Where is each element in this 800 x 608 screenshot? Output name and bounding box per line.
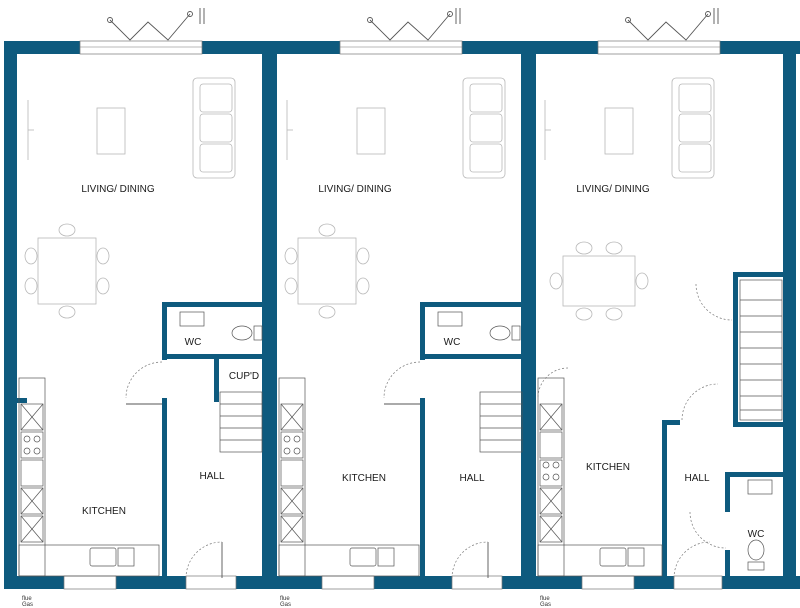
hall-label: HALL [199,471,224,482]
dining-table-icon [37,237,636,307]
hall-label: HALL [459,473,484,484]
gas-label: Gas [540,602,551,608]
wc-label: WC [444,337,461,348]
hall-label: HALL [684,473,709,484]
coffee-table-icon [96,107,634,155]
stairs-icon [219,279,783,453]
rear-windows [79,40,721,55]
front-openings [63,575,723,590]
hob-icon [23,435,560,481]
kitchen-worktop [18,377,663,577]
kitchen-label: KITCHEN [342,473,386,484]
unit-2-labels: LIVING/ DINING KITCHEN HALL WC flue Gas [280,184,485,608]
flue-label: flue [540,596,550,602]
cupboard-label: CUP'D [229,371,259,382]
living-dining-label: LIVING/ DINING [81,184,155,195]
flue-label: flue [22,596,32,602]
wc-label: WC [748,529,765,540]
unit-1-labels: LIVING/ DINING KITCHEN HALL WC CUP'D flu… [22,184,259,608]
gas-label: Gas [280,602,291,608]
living-dining-label: LIVING/ DINING [576,184,650,195]
dining-chair-icon [24,223,649,321]
sofa-icon [192,77,715,179]
unit-3-labels: LIVING/ DINING KITCHEN HALL WC flue Gas [540,184,764,608]
wc-fixtures [179,311,773,571]
flue-label: flue [280,596,290,602]
door-swings [125,283,733,579]
sink-icon [89,547,645,567]
wc-label: WC [185,337,202,348]
gas-label: Gas [22,602,33,608]
living-dining-label: LIVING/ DINING [318,184,392,195]
bifold-doors [107,8,719,41]
kitchen-label: KITCHEN [586,462,630,473]
tv-unit-icon [27,100,551,160]
kitchen-label: KITCHEN [82,506,126,517]
